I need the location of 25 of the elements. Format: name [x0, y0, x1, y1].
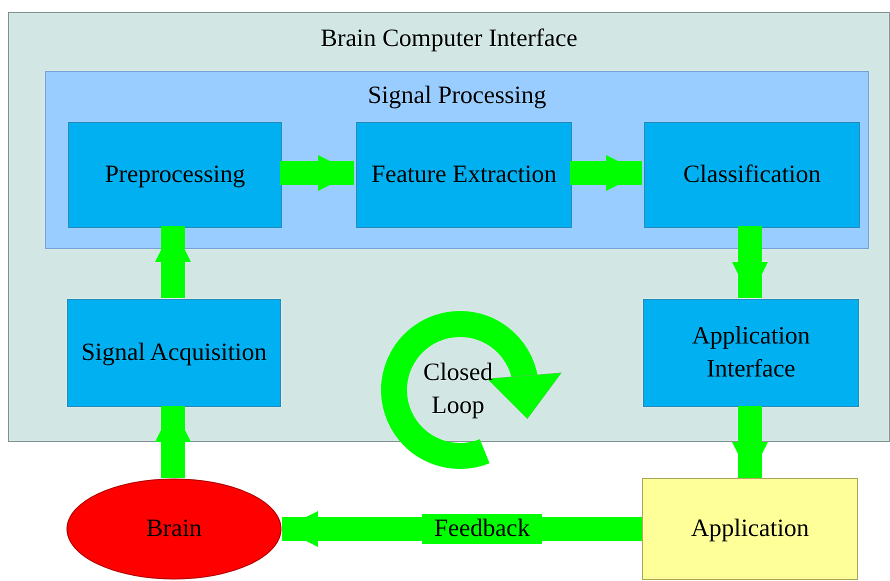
arrow	[732, 226, 768, 298]
node-label: Signal Acquisition	[80, 338, 268, 368]
node-label: Closed Loop	[422, 358, 494, 420]
arrow	[155, 406, 191, 478]
node-label: Preprocessing	[104, 160, 246, 190]
edge-label: Feedback	[422, 514, 542, 544]
arrow	[570, 155, 642, 191]
arrow	[732, 406, 768, 478]
group-heading: Signal Processing	[366, 81, 548, 111]
process-box	[356, 122, 572, 228]
process-box	[643, 299, 859, 407]
process-box	[68, 122, 282, 228]
group-panel	[45, 71, 869, 249]
node-label: Classification	[682, 160, 822, 190]
process-box	[642, 478, 858, 580]
node-label: Application	[690, 514, 810, 544]
node-label: Feature Extraction	[370, 160, 558, 190]
node-label: Application Interface	[690, 322, 812, 384]
node-label: Brain	[145, 514, 203, 544]
arrow	[280, 155, 354, 191]
group-heading: Brain Computer Interface	[320, 24, 578, 54]
system-panel	[8, 12, 890, 442]
process-box	[644, 122, 860, 228]
process-box	[67, 299, 281, 407]
arrow	[155, 226, 191, 298]
